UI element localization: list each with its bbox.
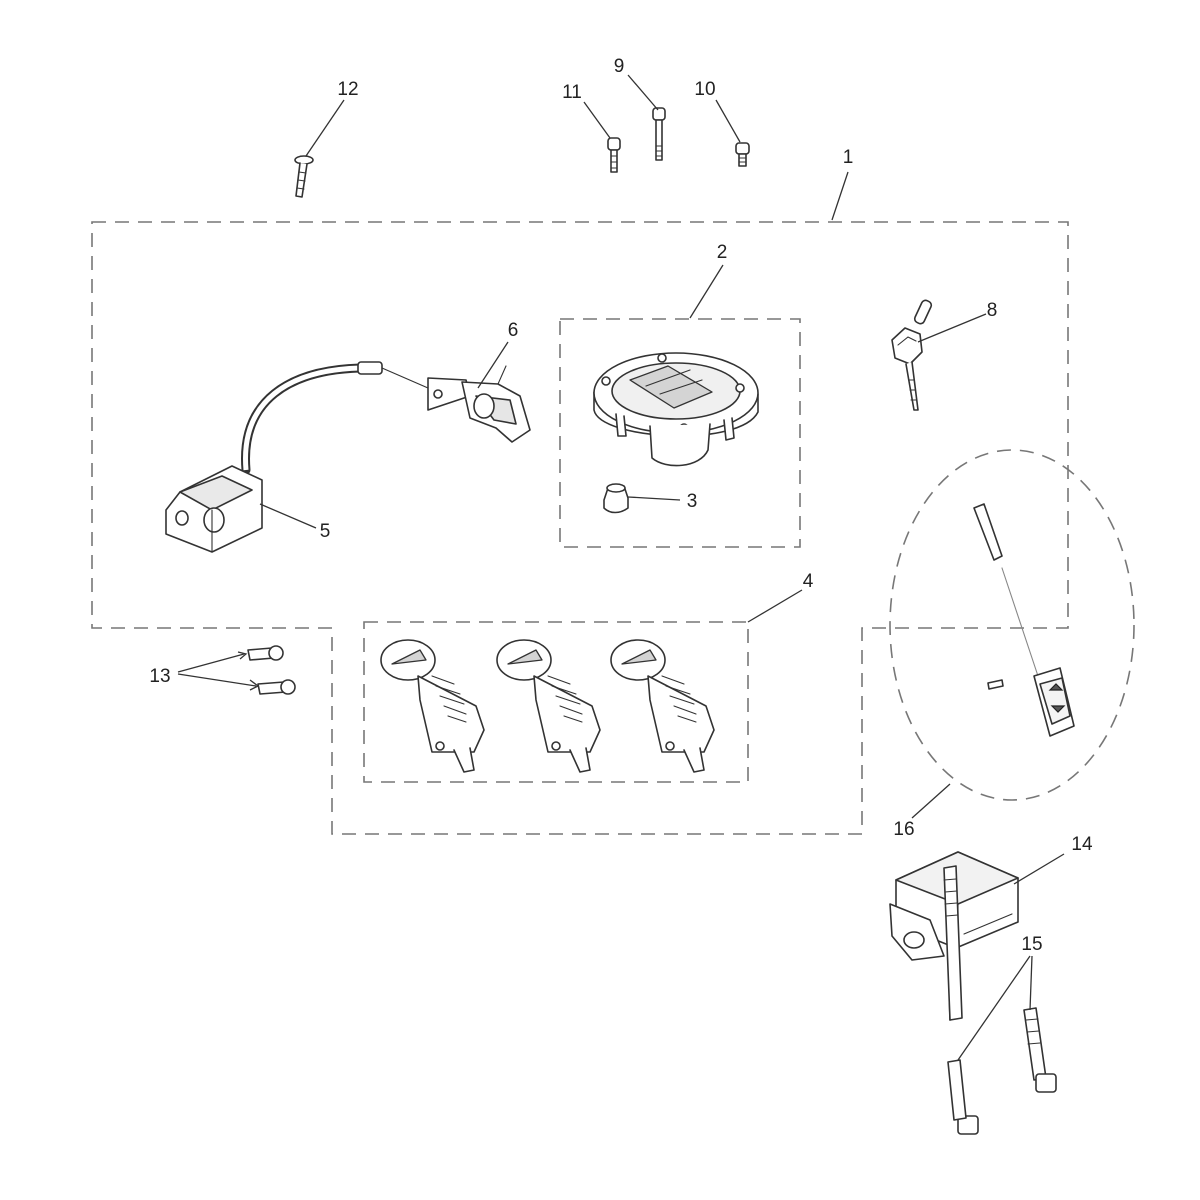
leader-4	[747, 589, 803, 623]
remote-key-group-boundary-16	[889, 449, 1135, 801]
callout-1: 1	[843, 147, 854, 168]
leader-9	[627, 74, 659, 111]
lock-barrel-right[interactable]	[610, 639, 715, 773]
breather-cap-3[interactable]	[603, 483, 629, 514]
ignition-switch-5[interactable]	[165, 361, 429, 553]
callout-3: 3	[687, 491, 698, 512]
remote-key-small-pin[interactable]	[987, 679, 1004, 690]
callout-16: 16	[893, 819, 914, 840]
callout-4: 4	[803, 571, 814, 592]
callout-5: 5	[320, 521, 331, 542]
leader-13b	[177, 673, 257, 687]
callout-14: 14	[1071, 834, 1093, 855]
callout-2: 2	[717, 242, 728, 263]
callout-8: 8	[987, 300, 998, 321]
lock-barrel-left[interactable]	[380, 639, 485, 773]
leader-8	[917, 313, 987, 343]
leader-6	[477, 341, 509, 389]
fuel-cap-group-boundary-2	[559, 318, 801, 548]
leader-15b	[1029, 955, 1033, 1011]
leader-11	[583, 101, 611, 139]
leader-10	[715, 99, 741, 143]
callout-11: 11	[562, 82, 582, 103]
leader-5	[259, 503, 317, 529]
callout-9: 9	[614, 56, 625, 77]
leader-1	[831, 171, 849, 221]
bolt-15-left[interactable]	[943, 865, 979, 1135]
leader-12	[305, 99, 345, 157]
screw-12[interactable]	[294, 155, 314, 198]
screw-13-lower[interactable]	[257, 679, 296, 695]
lock-barrels-group-boundary-4	[363, 621, 749, 783]
callout-12: 12	[337, 79, 358, 100]
screw-9[interactable]	[652, 107, 666, 161]
seat-lock-bracket-6[interactable]	[427, 365, 531, 443]
leader-13-arrows	[237, 651, 260, 691]
callout-10: 10	[694, 79, 715, 100]
leader-13a	[177, 653, 245, 673]
lock-barrel-middle[interactable]	[496, 639, 601, 773]
bolt-15-right[interactable]	[1023, 1007, 1057, 1093]
screw-10[interactable]	[735, 142, 750, 167]
leader-16	[911, 783, 951, 819]
callout-6: 6	[508, 320, 519, 341]
fuel-cap-2[interactable]	[593, 352, 759, 467]
screw-11[interactable]	[607, 137, 621, 173]
leader-3	[627, 496, 681, 501]
callout-15: 15	[1021, 934, 1042, 955]
ignition-key-8[interactable]	[891, 299, 933, 411]
leader-14	[1013, 853, 1065, 885]
remote-key-pin[interactable]	[973, 503, 1039, 677]
screw-13-upper[interactable]	[247, 645, 284, 661]
leader-2	[689, 264, 724, 319]
remote-key-fob[interactable]	[1033, 667, 1075, 737]
kit-boundary-1	[91, 221, 1069, 835]
callout-13: 13	[149, 666, 170, 687]
leader-15a	[957, 955, 1031, 1061]
